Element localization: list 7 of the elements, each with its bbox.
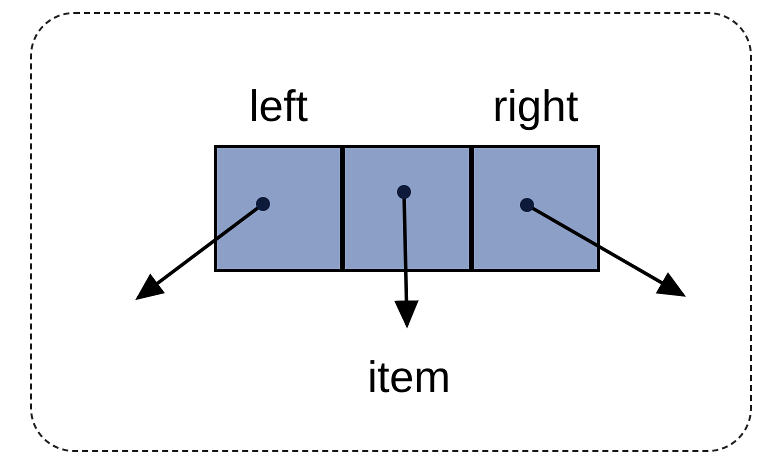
cell-label: right xyxy=(492,85,578,133)
cell-label: left xyxy=(249,85,308,133)
arrow xyxy=(520,198,686,297)
item-label: item xyxy=(367,356,451,400)
dashed-container xyxy=(30,12,752,452)
arrow xyxy=(394,185,419,328)
arrow xyxy=(135,197,270,300)
